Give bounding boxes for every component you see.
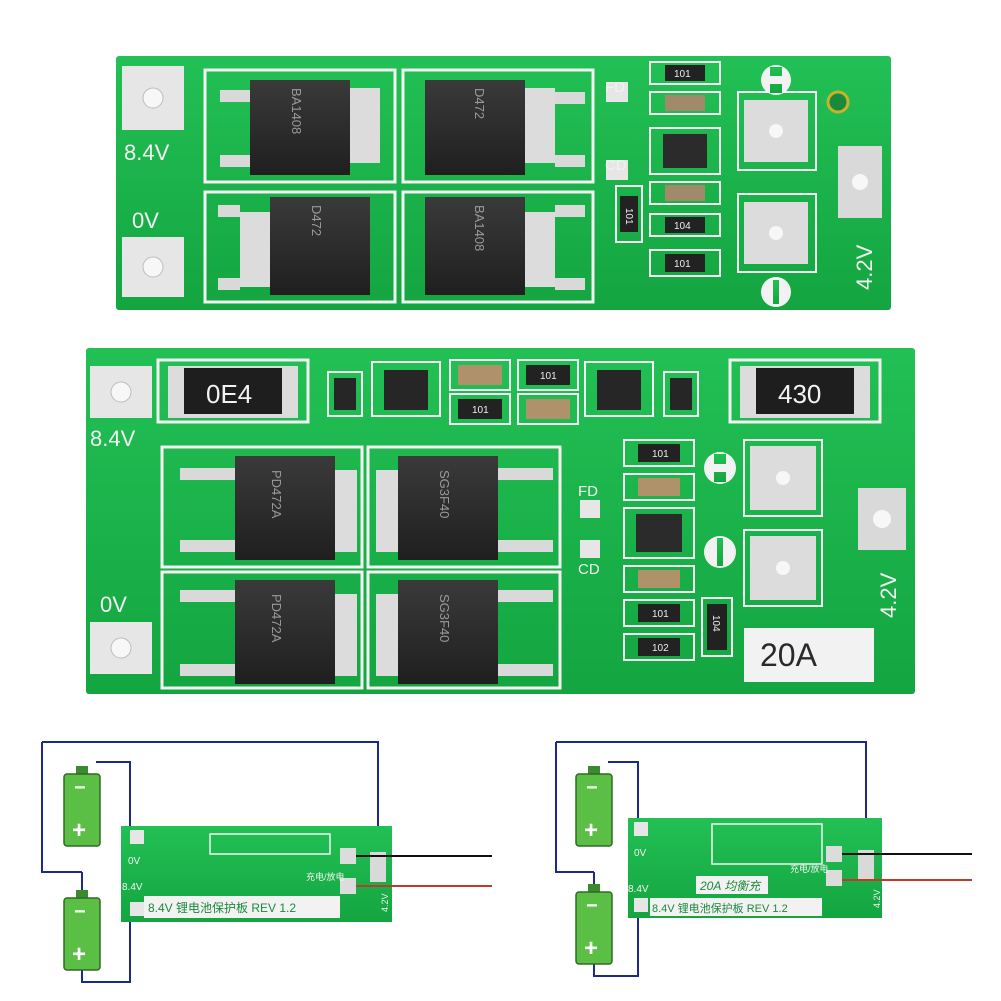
wiring-diagram-right: [555, 741, 972, 977]
battery-1-plus: +: [72, 817, 86, 844]
diag1-label-4v2: 4.2V: [380, 893, 390, 912]
resistor-code-4: 101: [674, 259, 691, 270]
mosfet-2: [425, 80, 585, 175]
battery-2: [63, 890, 101, 971]
mosfet-3: [218, 197, 370, 295]
label-0v-middle: 0V: [100, 592, 127, 617]
smd-column-middle: [580, 439, 736, 661]
resistor-code-7: 101: [652, 449, 669, 460]
pcb-board-top: [116, 56, 891, 310]
diag2-charge-text: 充电/放电: [790, 863, 829, 874]
mosfet-5: [180, 456, 357, 560]
pads-right-top: [737, 65, 882, 307]
battery-3-minus: −: [586, 777, 598, 799]
mosfet-mark-7: PD472A: [269, 594, 284, 643]
resistor-code-9: 104: [710, 615, 721, 632]
mosfet-6: [376, 456, 553, 560]
pcb-board-middle: [86, 348, 915, 694]
battery-1: [63, 766, 101, 847]
label-4v2-middle: 4.2V: [876, 572, 901, 618]
smd-components-top: [606, 61, 721, 277]
diag2-rating-text: 20A 均衡充: [699, 879, 762, 893]
battery-2-plus: +: [72, 941, 86, 968]
resistor-code-3: 104: [674, 221, 691, 232]
battery-3-plus: +: [584, 817, 598, 844]
resistor-code-10: 102: [652, 643, 669, 654]
mosfet-mark-8: SG3F40: [437, 594, 452, 642]
diag1-label-8v4: 8.4V: [122, 882, 143, 893]
mosfet-mark-3: D472: [309, 205, 324, 236]
mosfet-7: [180, 580, 357, 684]
mosfet-8: [376, 580, 553, 684]
battery-3: [575, 766, 613, 847]
mosfet-mark-6: SG3F40: [437, 470, 452, 518]
diag1-label-0v: 0V: [128, 856, 141, 867]
mosfet-mark-1: BA1408: [289, 88, 304, 134]
resistor-code-5: 101: [540, 371, 557, 382]
mosfet-mark-2: D472: [472, 88, 487, 119]
battery-4-plus: +: [584, 935, 598, 962]
mosfet-4: [425, 197, 585, 295]
label-8v4-top: 8.4V: [124, 140, 170, 165]
shunt-resistor-right: [728, 358, 882, 424]
resistor-code-2: 101: [623, 208, 634, 225]
label-4v2-top: 4.2V: [852, 244, 877, 290]
diag2-label-4v2: 4.2V: [872, 889, 882, 908]
diag2-label-0v: 0V: [634, 848, 647, 859]
battery-4-minus: −: [586, 895, 598, 917]
mosfet-mark-4: BA1408: [472, 205, 487, 251]
label-fd-top: FD: [605, 79, 625, 96]
label-cd-middle: CD: [578, 561, 600, 578]
resistor-code-8: 101: [652, 609, 669, 620]
pads-right-middle: [743, 439, 906, 682]
label-8v4-middle: 8.4V: [90, 426, 136, 451]
label-rating-middle: 20A: [760, 637, 818, 673]
shunt-resistor-left: [156, 358, 310, 424]
battery-2-minus: −: [74, 901, 86, 923]
diag1-charge-text: 充电/放电: [306, 871, 345, 882]
mosfet-mark-5: PD472A: [269, 470, 284, 519]
shunt-right-code: 430: [778, 379, 821, 409]
diag2-board-text: 8.4V 锂电池保护板 REV 1.2: [652, 901, 788, 915]
mosfet-1: [220, 80, 380, 175]
shunt-left-code: 0E4: [206, 379, 252, 409]
diag1-board-text: 8.4V 锂电池保护板 REV 1.2: [148, 900, 296, 915]
battery-1-minus: −: [74, 777, 86, 799]
label-0v-top: 0V: [132, 208, 159, 233]
resistor-code-6: 101: [472, 405, 489, 416]
wiring-diagram-left: [41, 741, 492, 983]
rating-box-middle: [744, 628, 874, 682]
label-cd-top: CD: [605, 157, 627, 174]
resistor-code-1: 101: [674, 69, 691, 80]
diag2-label-8v4: 8.4V: [628, 884, 649, 895]
smd-row-middle: [327, 359, 699, 425]
label-fd-middle: FD: [578, 483, 598, 500]
battery-4: [575, 884, 613, 965]
